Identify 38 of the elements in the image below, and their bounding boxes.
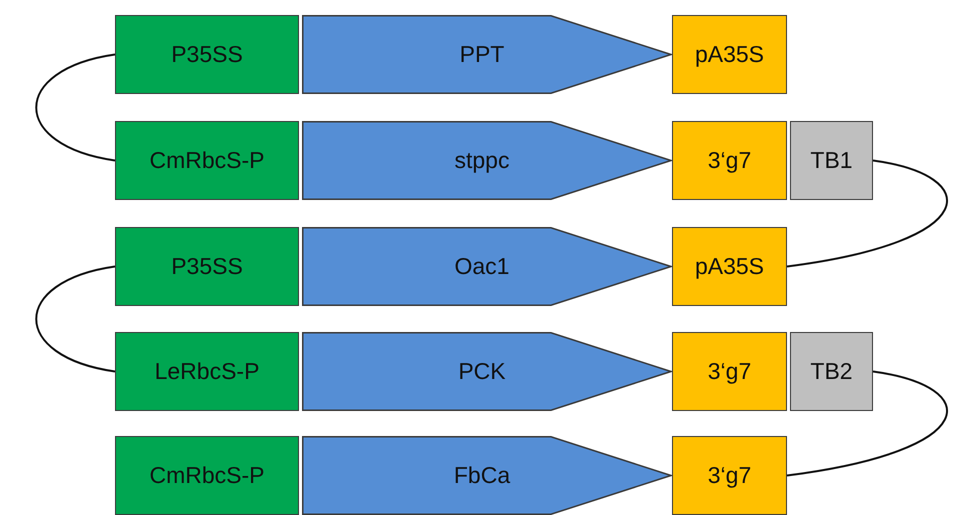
element-label: TB2 — [810, 358, 853, 385]
element-label: Oac1 — [454, 253, 510, 280]
terminator-box — [672, 436, 787, 515]
promoter-box — [115, 227, 299, 306]
element-label: LeRbcS-P — [154, 358, 260, 385]
coding-sequence-block — [302, 15, 672, 94]
promoter-box — [115, 121, 299, 200]
coding-sequence-block — [302, 227, 672, 306]
terminator-box — [672, 332, 787, 411]
element-label: TB1 — [810, 147, 853, 174]
element-label: FbCa — [454, 462, 510, 489]
element-label: CmRbcS-P — [149, 462, 264, 489]
element-label: PCK — [458, 358, 506, 385]
element-label: 3‘g7 — [708, 358, 752, 385]
element-label: stppc — [454, 147, 510, 174]
coding-sequence-block — [302, 332, 672, 411]
promoter-box — [115, 15, 299, 94]
connector-line — [786, 160, 948, 268]
border-box — [790, 121, 873, 200]
terminator-box — [672, 121, 787, 200]
connector-line — [35, 54, 116, 162]
element-label: P35SS — [171, 253, 243, 280]
promoter-box — [115, 436, 299, 515]
element-label: pA35S — [694, 253, 764, 280]
element-label: 3‘g7 — [708, 147, 752, 174]
coding-sequence-block — [302, 436, 672, 515]
coding-sequence-block — [302, 121, 672, 200]
element-label: pA35S — [694, 41, 764, 68]
element-label: PPT — [460, 41, 504, 68]
element-label: CmRbcS-P — [149, 147, 264, 174]
element-label: 3‘g7 — [708, 462, 752, 489]
border-box — [790, 332, 873, 411]
terminator-box — [672, 15, 787, 94]
promoter-box — [115, 332, 299, 411]
element-label: P35SS — [171, 41, 243, 68]
connector-line — [786, 370, 948, 476]
connector-line — [35, 266, 116, 372]
terminator-box — [672, 227, 787, 306]
